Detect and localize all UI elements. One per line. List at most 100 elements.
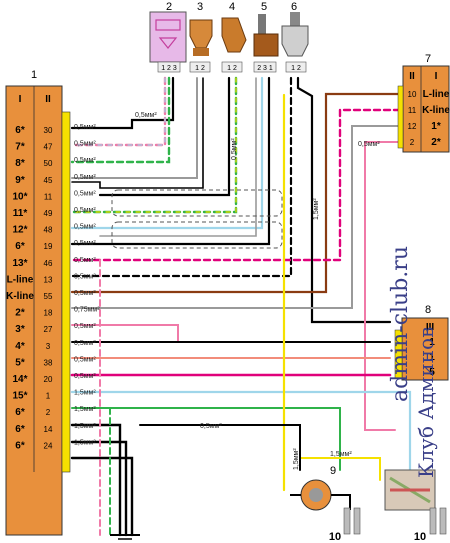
wire-k7-brown [70,92,402,294]
block-1-row-wire: 0,5мм² [74,157,96,164]
component-number-9: 9 [330,465,336,477]
block-1-row-wire: 0,5мм² [74,257,96,264]
block-1-row-wire: 0,5мм² [74,323,96,330]
wire-label-low-b: 1,5мм² [330,451,352,458]
block-7-row-label: 1* [431,121,441,132]
block-7-header-col1: II [409,71,415,82]
ignition-module [384,469,436,511]
block-1-row-pin: 55 [44,292,53,301]
wire-label-top: 0,5мм² [135,112,157,119]
wire-6star-black-c [70,456,134,537]
block-1-row-label: 6* [15,440,25,451]
wire-s5-blue [70,76,264,230]
block-1-row-wire: 0,5мм² [74,190,96,197]
block-1-row-pin: 18 [44,309,53,318]
sensor-6-pins: 1 2 [291,65,301,72]
block-1-row-pin: 13 [44,275,53,284]
block-7-row-pin: 11 [408,106,417,115]
block-1-row-label: 14* [12,374,27,385]
block-1-row-label: 6* [15,407,25,418]
wire-label-vert-05: 0,5мм² [231,138,238,160]
block-1-row-pin: 38 [44,358,53,367]
wire-2star-pink [71,324,179,343]
sensor-2: 1 2 3 [149,11,187,73]
block-1-row-wire: 0,5мм² [74,373,96,380]
component-number-3: 3 [197,1,203,13]
component-number-1: 1 [31,69,37,81]
wire-labels: 0,5мм² 0,5мм² 1,5мм² 0,5мм² 0,5мм² 1,5мм… [135,112,380,470]
block-7-body [402,65,450,153]
component-number-10b: 10 [414,531,426,543]
block-1-row-label: 6* [15,241,25,252]
block-8-header: III [426,322,435,333]
block-7-row-label: L-line [423,89,450,100]
block-1-row-pin: 11 [44,192,53,201]
block-7-row-label: 2* [431,137,441,148]
wire-s2-black [70,76,175,130]
block-1-pin-strip [61,111,71,473]
watermark-club: Клуб Админов [414,326,438,478]
block-1-row-pin: 49 [44,209,53,218]
block-1-row-wire: 0,5мм² [74,124,96,131]
wire-s4-black [98,76,231,197]
wire-s3-black [71,77,204,189]
block-1-row-wire: 1,5мм² [74,406,96,413]
wire-s2-blue-overlay [71,77,166,146]
block-7-row-pin: 12 [408,122,417,131]
block-1-row-label: 13* [12,258,27,269]
block-1-header-col1: I [19,94,22,105]
wire-14star-blue [70,390,412,502]
block-1-row-wire: 1,5мм² [74,439,96,446]
wire-yellow-cross [299,457,381,481]
block-1-row-label: 8* [15,158,25,169]
block-1-row-wire: 0,5мм² [74,240,96,247]
block-1-row-label: 9* [15,175,25,186]
ground-symbol [110,534,140,540]
sensor-6: 1 2 [281,12,309,73]
block-7-row-pin: 10 [408,90,417,99]
sensor-4-pins: 1 2 [227,65,237,72]
wire-k7-pink [364,141,401,431]
component-number-8: 8 [425,304,431,316]
block-1-row-label: 11* [13,208,28,219]
shield-ovals [111,189,283,249]
block-1-row-label: 5* [15,357,25,368]
block-1-row-pin: 24 [44,441,53,450]
block-1-row-pin: 50 [44,159,53,168]
component-number-2: 2 [166,1,172,13]
block-1-row-label: L-line [7,274,34,285]
wire-6star-black-b [70,440,128,537]
shield-oval-1 [111,189,283,217]
block-1-row-wire: 0,5мм² [74,290,96,297]
block-1-row-wire: 0,5мм² [74,141,96,148]
component-9 [290,479,351,511]
block-1-row-pin: 19 [44,242,53,251]
block-1-row-label: 3* [15,324,25,335]
component-number-10a: 10 [329,531,341,543]
block-1-row-label: 6* [15,125,25,136]
block-1-row-wire: 0,5мм² [74,224,96,231]
block-7-header-col2: I [435,71,438,82]
block-1-row-wire: 0,5мм² [74,340,96,347]
block-1-row-pin: 27 [44,325,53,334]
block-8-row-2: 1 [429,352,435,363]
wire-s6-black [296,76,392,324]
block-8-body [401,317,449,381]
shield-oval-2 [111,221,283,249]
block-1-row-pin: 14 [44,425,53,434]
wire-k7-magenta [70,108,402,262]
block-1-row-pin: 2 [46,408,51,417]
block-1-row-pin: 30 [44,126,53,135]
wire-s3-gray [71,77,198,179]
sensor-5: 2 3 1 [253,14,279,73]
block-1-row-wire: 0,5мм² [74,207,96,214]
block-1-row-label: 2* [15,308,25,319]
wire-label-k7: 0,5мм² [358,141,380,148]
component-number-7: 7 [425,53,431,65]
block-1-row-pin: 1 [46,392,51,401]
component-number-5: 5 [261,1,267,13]
wire-k7-gray-white [71,125,401,309]
